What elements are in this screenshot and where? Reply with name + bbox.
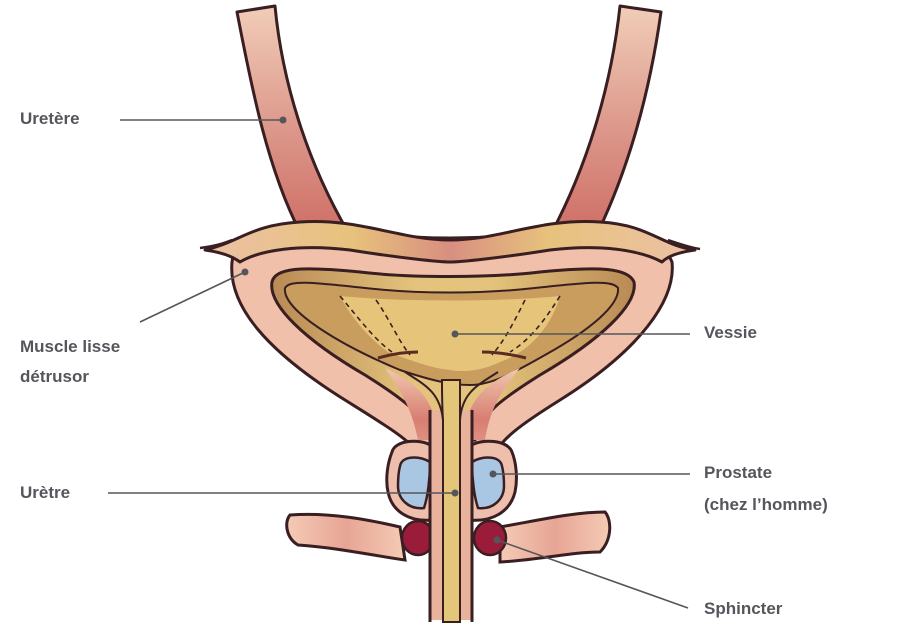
label-prostate-line2: (chez l’homme) [704, 494, 828, 516]
label-uretere: Uretère [20, 108, 80, 130]
prostate-left-lobe [398, 458, 430, 509]
label-vessie: Vessie [704, 322, 757, 344]
label-prostate-line1: Prostate [704, 462, 772, 484]
left-ureter [237, 6, 348, 232]
label-muscle-line2: détrusor [20, 366, 89, 388]
urethra-lumen [442, 380, 460, 622]
leader-prostate [490, 471, 691, 478]
label-sphincter: Sphincter [704, 598, 782, 620]
right-ureter [552, 6, 661, 232]
prostate-right-lobe [472, 458, 504, 509]
label-muscle-line1: Muscle lisse [20, 336, 120, 358]
pelvic-floor-right [500, 512, 610, 562]
sphincter-right [474, 521, 506, 555]
pelvic-floor-left [287, 514, 405, 560]
label-urethre: Urètre [20, 482, 70, 504]
